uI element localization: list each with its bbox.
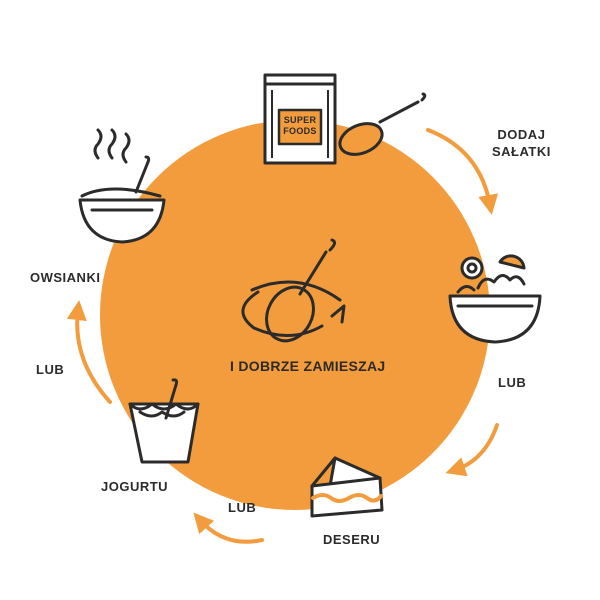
oatmeal-label: OWSIANKI (30, 270, 101, 285)
dessert-label: DESERU (323, 532, 381, 547)
package-line1: SUPER (283, 115, 317, 125)
add-label-line1: DODAJ (497, 127, 546, 142)
cake-slice-icon (310, 456, 384, 518)
package-label: SUPER FOODS (279, 115, 321, 137)
yogurt-cup-icon (128, 378, 200, 464)
stirring-spoon-icon (241, 238, 346, 343)
arrow-to-yogurt (193, 512, 264, 544)
yogurt-label: JOGURTU (101, 479, 169, 494)
package-line2: FOODS (283, 126, 317, 136)
or-label-3: LUB (36, 362, 65, 377)
arrow-to-salad (426, 128, 499, 215)
center-label: I DOBRZE ZAMIESZAJ (230, 358, 386, 374)
spoon-icon (338, 92, 427, 156)
superfoods-package-icon (263, 73, 337, 165)
add-salad-label: DODAJ SAŁATKI (492, 126, 551, 160)
or-label-2: LUB (228, 500, 257, 515)
add-label-line2: SAŁATKI (492, 144, 551, 159)
arrow-to-oatmeal (66, 300, 112, 404)
or-label-1: LUB (498, 375, 527, 390)
salad-bowl-icon (448, 254, 542, 344)
arrow-to-dessert (445, 423, 499, 477)
oatmeal-bowl-icon (78, 128, 166, 244)
